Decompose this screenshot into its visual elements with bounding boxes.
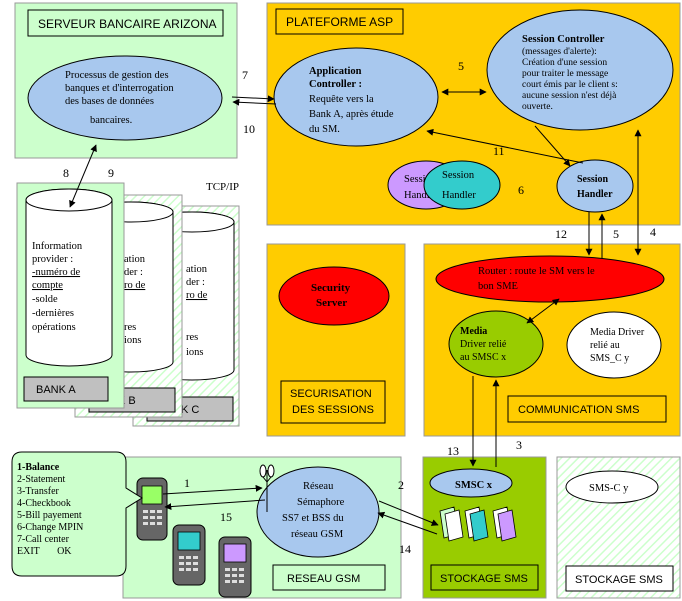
platform-title: PLATEFORME ASP (286, 15, 393, 29)
arrow-7 (231, 95, 275, 103)
session-handler-main (556, 159, 634, 213)
arrow-router-driver (526, 298, 560, 324)
security-server-text: Security Server (311, 282, 353, 309)
gsm-label: RESEAU GSM (287, 573, 360, 585)
app-controller-text: Application Controller : Requête vers la… (309, 66, 396, 135)
number-2: 2 (398, 478, 404, 492)
arrow-sc-handler (534, 125, 571, 167)
bank-c-label: K C (181, 404, 199, 416)
phone-icon-2 (172, 524, 206, 586)
smsc-y-title: SMS-C y (589, 483, 629, 494)
server-panel: SERVEUR BANCAIRE ARIZONA Processus de ge… (14, 2, 238, 159)
session-handler-purple-text: Session Handler (404, 174, 439, 201)
platform-panel: PLATEFORME ASP Application Controller : … (266, 2, 681, 226)
session-handler-cyan-text: Session Handler (442, 170, 477, 201)
number-11: 11 (493, 144, 505, 158)
security-label: SECURISATION DES SESSIONS (290, 388, 375, 416)
arrow-10 (232, 98, 277, 106)
bank-a-panel: Information provider : -numéro de compte… (16, 182, 125, 409)
antenna-icon (259, 464, 275, 512)
tcpip-label: TCP/IP (206, 181, 239, 193)
arrow-15 (164, 499, 266, 511)
smsc-x-label: STOCKAGE SMS (440, 573, 528, 585)
phone-menu-callout: 1-Balance 2-Statement 3-Transfer 4-Check… (11, 451, 143, 577)
media-driver-y-text: Media Driver relié au SMS_C y (590, 327, 647, 364)
security-panel: Security Server SECURISATION DES SESSION… (266, 243, 406, 437)
number-9: 9 (108, 166, 114, 180)
server-process-text: Processus de gestion des banques et d'in… (65, 70, 176, 126)
arrow-8-9 (69, 144, 97, 208)
number-14: 14 (399, 542, 411, 556)
smsc-y-panel: SMS-C y STOCKAGE SMS (556, 456, 681, 599)
smsc-x-panel: SMSC x STOCKAGE SMS (422, 456, 547, 599)
number-15: 15 (220, 510, 232, 524)
bank-c-info: ation der : ro de res ions (186, 264, 210, 358)
bank-b-info: ation der : ro de res ions (124, 254, 148, 346)
smsc-x-title: SMSC x (455, 480, 493, 491)
number-12: 12 (555, 227, 567, 241)
number-13: 13 (447, 444, 459, 458)
sms-storage-x-icons (439, 506, 517, 542)
arrow-11 (426, 128, 584, 164)
number-1: 1 (184, 476, 190, 490)
number-3: 3 (516, 438, 522, 452)
number-8: 8 (63, 166, 69, 180)
number-5-top: 5 (458, 59, 464, 73)
router-text: Router : route le SM vers le bon SME (478, 266, 597, 292)
session-handler-cyan (423, 160, 501, 210)
arrow-2 (378, 500, 439, 526)
bank-a-info: Information provider : -numéro de compte… (32, 241, 85, 333)
phone-menu-text: 1-Balance 2-Statement 3-Transfer 4-Check… (17, 462, 86, 557)
server-title: SERVEUR BANCAIRE ARIZONA (38, 17, 217, 31)
communication-panel: Router : route le SM vers le bon SME Med… (423, 243, 681, 437)
phone-icon-1 (136, 477, 168, 541)
number-7: 7 (242, 68, 248, 82)
number-4: 4 (650, 225, 656, 239)
number-5-bottom: 5 (613, 227, 619, 241)
arrow-1 (162, 484, 263, 495)
communication-label: COMMUNICATION SMS (518, 404, 639, 416)
smsc-y-label: STOCKAGE SMS (575, 574, 663, 586)
arrow-numbers: 7 10 8 9 5 11 6 12 5 4 13 3 2 14 1 15 (63, 59, 656, 556)
gsm-panel: Réseau Sémaphore SS7 et BSS du réseau GS… (122, 456, 402, 599)
phone-icon-3 (218, 536, 252, 598)
session-handler-main-text: Session Handler (577, 174, 613, 200)
session-controller-text: Session Controller (messages d'alerte): … (522, 34, 620, 112)
session-controller-ellipse (486, 9, 674, 131)
media-driver-x-text: Media Driver relié au SMSC x (460, 326, 509, 363)
bank-a-label: BANK A (36, 384, 76, 396)
gsm-network-text: Réseau Sémaphore SS7 et BSS du réseau GS… (282, 481, 347, 540)
number-10: 10 (243, 122, 255, 136)
number-6: 6 (518, 183, 524, 197)
arrow-14 (377, 511, 438, 535)
connector-arrows (69, 88, 642, 535)
